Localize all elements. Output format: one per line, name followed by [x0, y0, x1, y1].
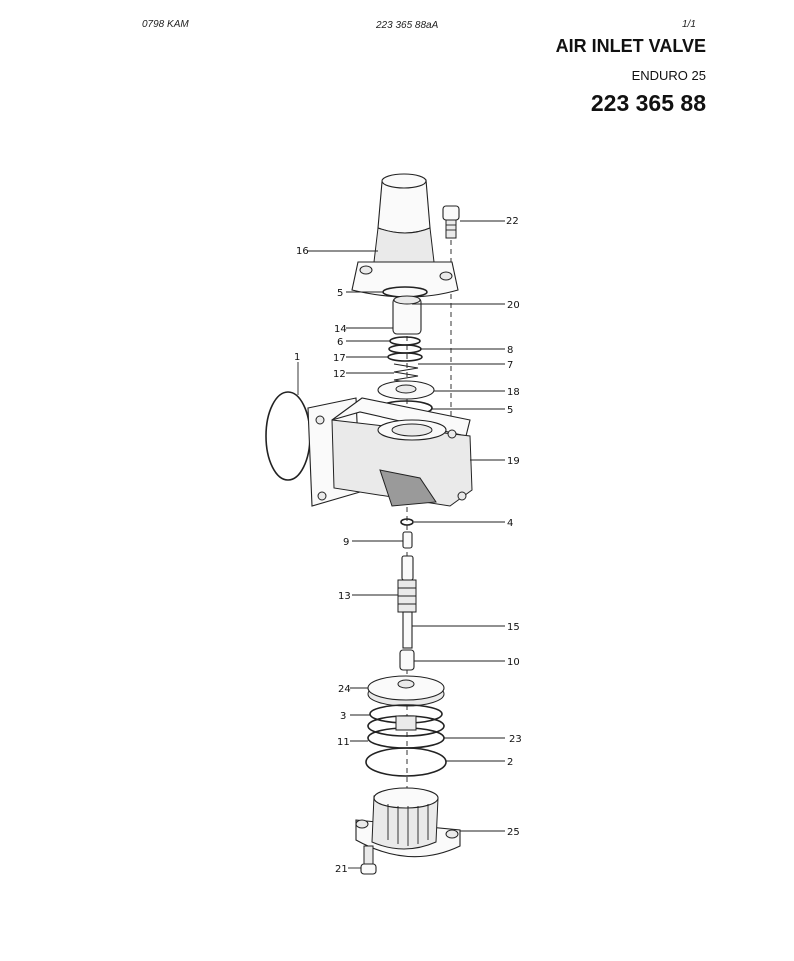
callout-11: 11 — [337, 737, 350, 748]
callout-13: 13 — [338, 591, 351, 602]
part-number: 223 365 88 — [590, 90, 706, 116]
callout-6: 6 — [337, 337, 343, 348]
callout-18: 18 — [507, 387, 520, 398]
callout-1: 1 — [294, 352, 300, 363]
callout-24: 24 — [338, 684, 351, 695]
callout-20: 20 — [507, 300, 520, 311]
part-9-sleeve — [402, 531, 413, 549]
model-name: ENDURO 25 — [631, 68, 706, 83]
part-21-screw — [360, 845, 377, 875]
part-4-washer — [400, 518, 414, 526]
part-2-oring — [365, 747, 447, 777]
part-13-stem — [397, 555, 417, 613]
callout-3: 3 — [340, 711, 346, 722]
callout-25: 25 — [507, 827, 520, 838]
part-16-cover — [351, 173, 459, 298]
part-19-housing — [307, 397, 473, 507]
callout-14: 14 — [334, 324, 347, 335]
callout-7: 7 — [507, 360, 513, 371]
part-1-large-oring — [265, 391, 311, 481]
callout-labels: 16 22 5 20 14 6 8 17 7 12 18 5 1 19 4 9 … — [294, 216, 522, 875]
part-22-screw — [442, 205, 460, 239]
header-page-number: 1/1 — [682, 19, 696, 30]
callout-12: 12 — [333, 369, 346, 380]
callout-22: 22 — [506, 216, 519, 227]
callout-5-lower: 5 — [507, 405, 513, 416]
part-25-flange — [355, 787, 461, 858]
header-center-code: 223 365 88aA — [376, 20, 439, 31]
callout-8: 8 — [507, 345, 513, 356]
callout-5-upper: 5 — [337, 288, 343, 299]
callout-2: 2 — [507, 757, 513, 768]
part-10-bushing — [399, 649, 415, 671]
page-title: AIR INLET VALVE — [555, 36, 706, 56]
callout-9: 9 — [343, 537, 349, 548]
part-15-rod — [402, 611, 413, 649]
callout-19: 19 — [507, 456, 520, 467]
part-6-8-17-rings — [387, 336, 423, 385]
part-24-valve-plate — [367, 675, 445, 707]
callout-21: 21 — [335, 864, 348, 875]
part-3-23-spring-rings — [367, 704, 445, 749]
callout-10: 10 — [507, 657, 520, 668]
callout-4: 4 — [507, 518, 513, 529]
part-18-disc — [377, 380, 435, 400]
callout-17: 17 — [333, 353, 346, 364]
callout-15: 15 — [507, 622, 520, 633]
leader-lines — [297, 220, 505, 869]
header-left-code: 0798 KAM — [142, 19, 189, 30]
callout-16: 16 — [296, 246, 309, 257]
part-14-piston — [392, 295, 422, 335]
callout-23: 23 — [509, 734, 522, 745]
